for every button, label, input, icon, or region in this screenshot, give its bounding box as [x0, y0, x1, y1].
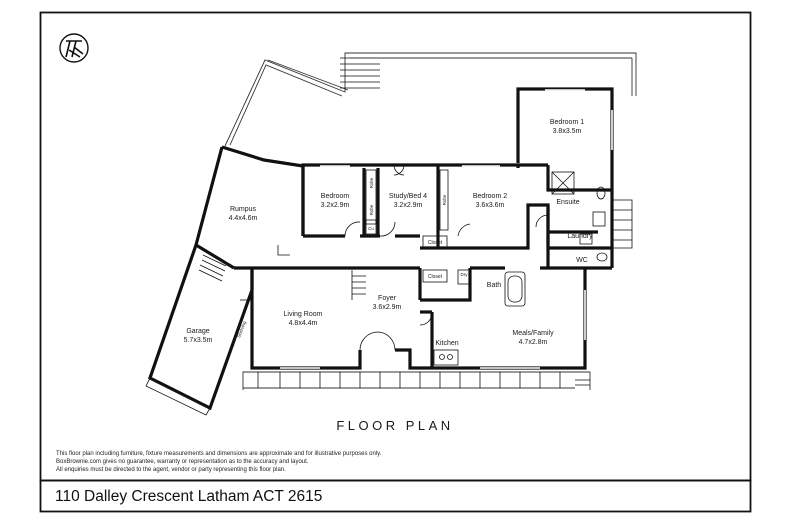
disclaimer-line-2: BoxBrownie.com gives no guarantee, warra… [56, 459, 309, 465]
study-size: 3.2x2.9m [394, 202, 423, 209]
ensuite-label: Ensuite [556, 199, 579, 206]
closet-upper-label: Closet [428, 240, 443, 246]
agency-monogram-icon [59, 33, 89, 63]
walls [148, 87, 614, 411]
wc-label: WC [576, 257, 588, 264]
kitchen-label: Kitchen [435, 340, 458, 347]
interior-details [145, 89, 633, 416]
meals-size: 4.7x2.8m [519, 339, 548, 346]
living-size: 4.8x4.4m [289, 320, 318, 327]
shelving-label: Shelving [236, 320, 247, 338]
room-labels: Rumpus 4.4x4.6m Bedroom 3.2x2.9m Study/B… [184, 119, 594, 347]
disclaimer-line-3: All enquiries must be directed to the ag… [56, 467, 286, 473]
disclaimer-line-1: This floor plan including furniture, fix… [56, 451, 382, 457]
bedroom1-size: 3.8x3.5m [553, 128, 582, 135]
bedroom2-size: 3.6x3.6m [476, 202, 505, 209]
robe-label-1: Robe [369, 177, 374, 188]
garage-size: 5.7x3.5m [184, 337, 213, 344]
rumpus-name: Rumpus [230, 206, 257, 213]
study-name: Study/Bed 4 [389, 193, 427, 200]
robe-label-3: Robe [442, 194, 447, 205]
closet-lower-label: Closet [428, 274, 443, 280]
bedroom-name: Bedroom [321, 193, 350, 200]
garage-name: Garage [186, 328, 209, 335]
foyer-name: Foyer [378, 295, 397, 302]
bedroom2-name: Bedroom 2 [473, 193, 507, 200]
bath-label: Bath [487, 282, 502, 289]
bedroom1-name: Bedroom 1 [550, 119, 584, 126]
rumpus-size: 4.4x4.6m [229, 215, 258, 222]
address-bar-border [39, 479, 752, 513]
meals-name: Meals/Family [512, 330, 554, 337]
bedroom-size: 3.2x2.9m [321, 202, 350, 209]
foyer-size: 3.6x2.9m [373, 304, 402, 311]
living-name: Living Room [284, 311, 323, 318]
robe-label-2: Robe [369, 204, 374, 215]
page-border [39, 11, 752, 482]
laundry-label: Laundry [567, 233, 593, 240]
cu-label: Cu [368, 226, 374, 231]
property-address: 110 Dalley Crescent Latham ACT 2615 [55, 488, 322, 505]
dry-label: Dry [461, 272, 469, 277]
floor-plan-title: FLOOR PLAN [336, 418, 453, 433]
upper-deck [224, 52, 637, 147]
